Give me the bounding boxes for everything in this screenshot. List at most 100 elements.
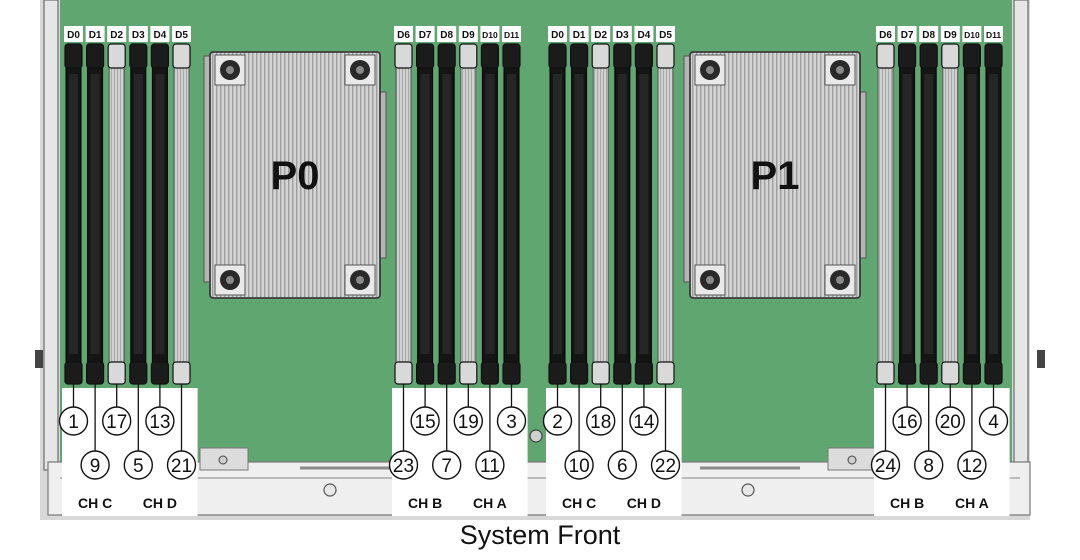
slot-label: D6 (879, 30, 892, 41)
slot-number-badge (432, 450, 462, 480)
dimm-module-chip-strip (90, 74, 100, 354)
dimm-slot-d10: D10 (480, 26, 500, 385)
chassis-latch-right (1037, 350, 1045, 368)
slot-label-tag (656, 26, 675, 42)
dimm-latch-bottom (876, 361, 895, 385)
slot-label: D1 (89, 30, 102, 41)
dimm-latch-bottom (962, 361, 982, 385)
slot-number-badge (123, 450, 154, 480)
dimm-latch-top (962, 43, 982, 69)
slot-number: 15 (415, 412, 436, 433)
motherboard (60, 0, 1012, 462)
board-standoff (529, 429, 543, 443)
slot-number-badge (388, 450, 419, 480)
slot-number: 4 (988, 412, 999, 433)
slot-number-badge (629, 406, 659, 436)
slot-number: 5 (133, 456, 144, 477)
slot-number-badge (496, 406, 527, 436)
dimm-latch-bottom (107, 361, 126, 385)
slot-number: 6 (617, 456, 628, 477)
dimm-slot-d9: D9 (458, 26, 478, 385)
slot-number: 12 (961, 456, 982, 477)
slot-number-badge (650, 450, 681, 480)
dimm-module-chip-strip (133, 74, 143, 354)
tray-screw (323, 483, 337, 497)
slot-number: 8 (923, 456, 934, 477)
dimm-slot-d8: D8 (919, 26, 939, 385)
channel-label: CH B (890, 495, 924, 511)
dimm-slot-empty (657, 43, 674, 385)
dimm-latch-bottom (459, 361, 478, 385)
slot-number: 1 (68, 412, 79, 433)
dimm-slot-d2: D2 (591, 26, 611, 385)
system-front-caption: System Front (459, 520, 621, 550)
slot-number: 14 (633, 412, 655, 433)
dimm-latch-top (656, 43, 675, 69)
heatsink-screw-center (226, 66, 234, 74)
slot-label: D10 (964, 30, 980, 40)
slot-label-tag (437, 26, 457, 42)
dimm-module-chip-strip (553, 74, 562, 354)
dimm-slot-empty (592, 43, 609, 385)
dimm-slot-d10: D10 (962, 26, 982, 385)
slot-label: D9 (944, 30, 957, 41)
dimm-latch-top (941, 43, 960, 69)
slot-number: 16 (897, 412, 918, 433)
processor-p1: P1 (683, 51, 867, 299)
dimm-slot-empty (108, 43, 125, 385)
dimm-latch-top (394, 43, 413, 69)
slot-number-badge (166, 450, 197, 480)
dimm-latch-top (569, 43, 589, 69)
dimm-latch-bottom (984, 361, 1003, 385)
chassis-right-rail (1013, 0, 1029, 471)
dimm-module-chip-strip (155, 74, 165, 354)
dimm-module-chip-strip (639, 74, 649, 354)
slot-number: 7 (441, 456, 452, 477)
slot-number: 22 (655, 456, 676, 477)
dimm-slot-empty (942, 43, 959, 385)
front-tray (47, 461, 1031, 516)
slot-number: 20 (940, 412, 961, 433)
dimm-latch-bottom (591, 361, 610, 385)
slot-label-tag (940, 26, 960, 42)
dimm-slot-d3: D3 (128, 26, 148, 385)
slot-number-badge (145, 406, 175, 436)
dimm-latch-bottom (919, 361, 938, 385)
processor-label: P0 (271, 154, 320, 198)
dimm-latch-bottom (172, 361, 191, 385)
dimm-module-chip-strip (617, 74, 627, 354)
dimm-latch-bottom (85, 361, 105, 385)
heatsink-screw-center (706, 276, 714, 284)
slot-number: 3 (506, 412, 517, 433)
slot-number-badge (475, 450, 505, 480)
dimm-latch-bottom (613, 361, 632, 385)
slot-label: D2 (594, 30, 607, 41)
processor-layer: P0 P1 (203, 51, 867, 299)
dimm-slot-d0: D0 (548, 26, 567, 385)
dimm-latch-top (480, 43, 499, 69)
heatsink-screw-center (226, 276, 234, 284)
dimm-slot-empty (877, 43, 894, 385)
slot-label: D11 (504, 30, 519, 40)
slot-label: D3 (616, 30, 629, 41)
slot-number: 19 (458, 412, 479, 433)
dimm-slot-d4: D4 (150, 26, 170, 385)
dimm-latch-bottom (64, 361, 83, 385)
slot-label-tag (612, 26, 632, 42)
dimm-slot-d5: D5 (172, 26, 191, 385)
slot-number-badge (410, 406, 440, 436)
slot-label: D8 (440, 30, 453, 41)
slot-number-badge (935, 406, 965, 436)
dimm-latch-bottom (656, 361, 675, 385)
slot-number-badge (80, 450, 110, 480)
slot-label: D5 (175, 30, 188, 41)
slot-number-badge (607, 450, 637, 480)
dimm-latch-bottom (548, 361, 567, 385)
slot-number-badge (58, 406, 89, 436)
dimm-module-chip-strip (967, 74, 977, 354)
chassis-left-rail (43, 0, 59, 471)
dimm-latch-bottom (634, 361, 654, 385)
slot-label: D7 (901, 30, 914, 41)
